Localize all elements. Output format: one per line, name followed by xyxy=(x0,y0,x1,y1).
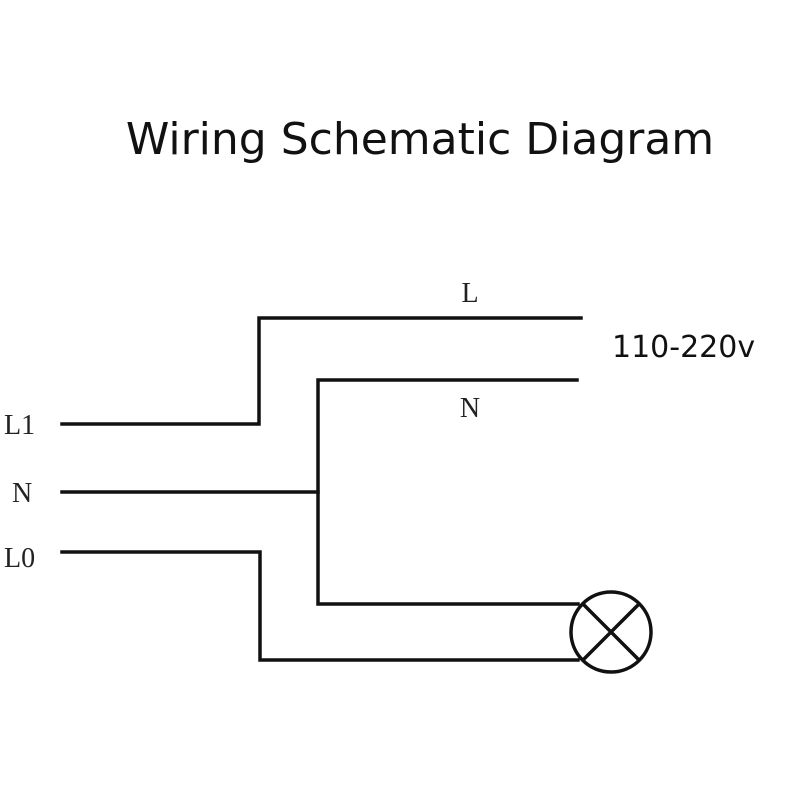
diagram-title: Wiring Schematic Diagram xyxy=(126,114,714,165)
supply-line-label: L xyxy=(461,278,478,309)
wire-neutral-bus xyxy=(316,378,580,606)
lamp-icon xyxy=(569,590,653,674)
input-l1-label: L1 xyxy=(4,410,35,441)
input-l0-label: L0 xyxy=(4,543,35,574)
wire-l1-to-l xyxy=(60,316,583,426)
wire-l0-to-lamp xyxy=(60,550,580,662)
input-n-label: N xyxy=(12,478,32,509)
supply-neutral-label: N xyxy=(460,393,480,424)
voltage-label: 110-220v xyxy=(612,330,755,365)
